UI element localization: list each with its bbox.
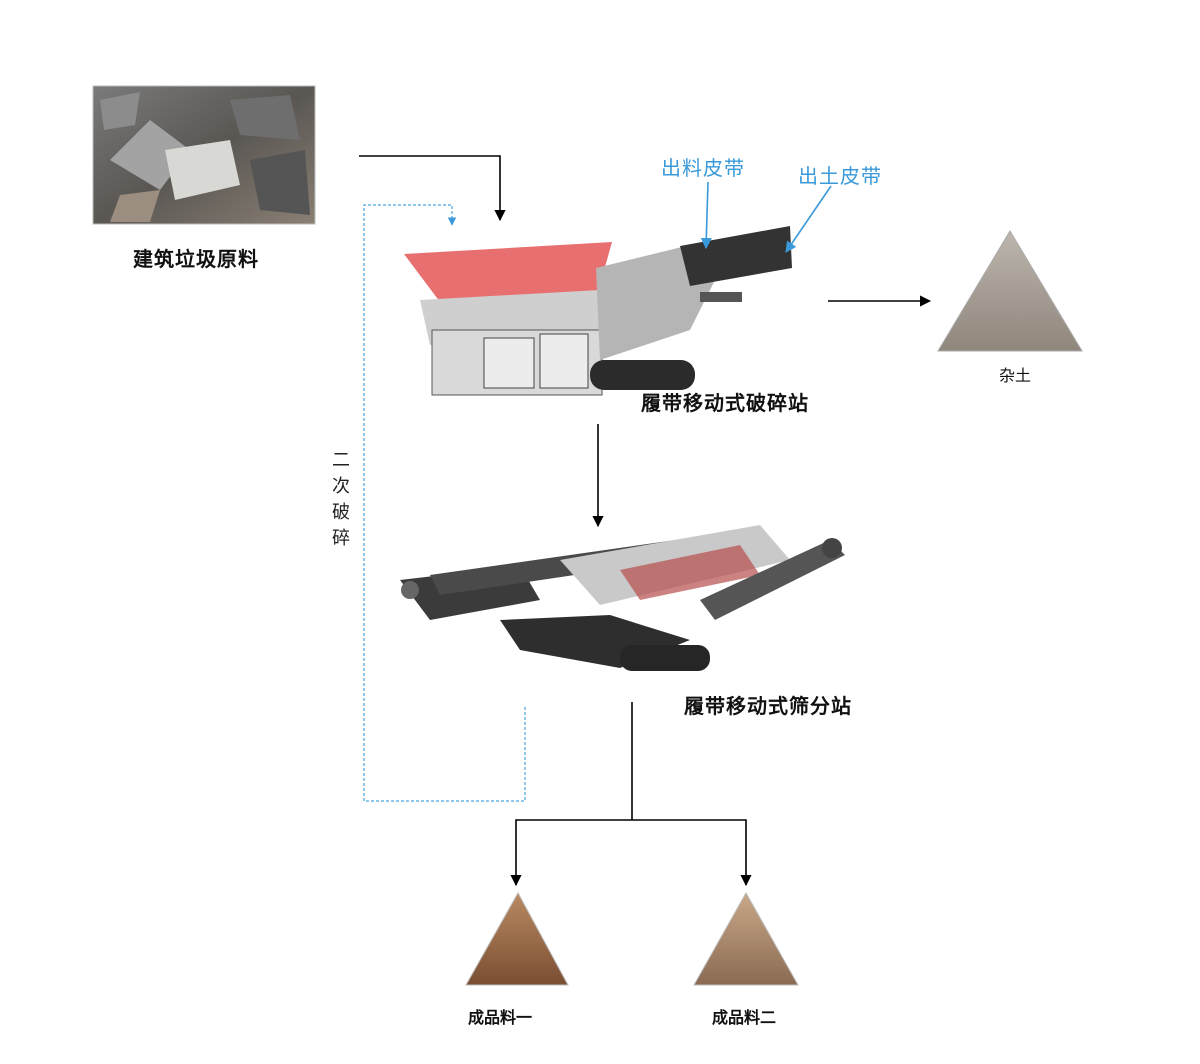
raw-to-crusher-arrow: [359, 155, 506, 222]
discharge-belt-label: 出料皮带: [661, 156, 745, 180]
loop-char: 破: [332, 502, 350, 523]
secondary-crushing-loop-line: [363, 204, 526, 802]
secondary-crushing-label: 二 次 破 碎: [331, 448, 351, 552]
loop-char: 二: [332, 450, 350, 471]
soil-pile-image: [937, 230, 1083, 352]
loop-char: 次: [332, 476, 350, 497]
product-one-label: 成品料一: [468, 1008, 533, 1027]
discharge-belt-callout-arrow: [700, 181, 712, 250]
screener-label: 履带移动式筛分站: [684, 694, 852, 718]
soil-belt-callout-arrow: [785, 185, 832, 253]
crusher-machine-image: [404, 226, 792, 396]
raw-material-photo: [92, 85, 316, 225]
screener-to-products-arrows: [510, 702, 752, 887]
loop-char: 碎: [332, 528, 350, 549]
crusher-label: 履带移动式破碎站: [641, 391, 809, 415]
raw-material-label: 建筑垃圾原料: [133, 247, 259, 271]
product-one-pile-image: [465, 891, 569, 986]
soil-belt-label: 出土皮带: [798, 164, 882, 188]
product-two-pile-image: [693, 891, 799, 986]
product-two-label: 成品料二: [712, 1008, 777, 1027]
soil-label: 杂土: [999, 366, 1032, 385]
screener-machine-image: [400, 525, 845, 671]
